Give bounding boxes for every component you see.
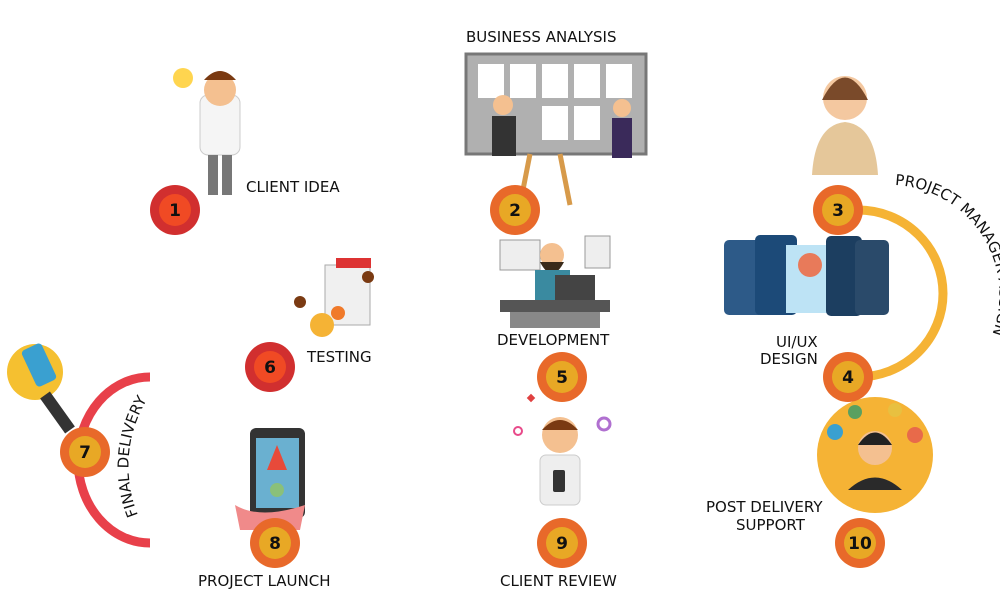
step-number: 7 xyxy=(79,443,91,463)
step-node-3: 3 xyxy=(813,185,863,235)
step-node-1: 1 xyxy=(150,185,200,235)
development-illustration xyxy=(499,235,611,328)
client-idea-illustration xyxy=(173,68,241,195)
step-node-2: 2 xyxy=(490,185,540,235)
step-node-9: 9 xyxy=(537,518,587,568)
project-manager-illustration xyxy=(812,76,878,175)
step-node-8: 8 xyxy=(250,518,300,568)
step-node-7: 7 xyxy=(60,427,110,477)
final-delivery-illustration xyxy=(7,343,75,434)
step-number: 1 xyxy=(169,201,181,221)
label-ui-ux: UI/UX xyxy=(776,333,818,351)
business-analysis-illustration xyxy=(464,52,648,206)
step-node-10: 10 xyxy=(835,518,885,568)
post-delivery-support-illustration xyxy=(817,397,933,513)
step-node-6: 6 xyxy=(245,342,295,392)
label-testing: TESTING xyxy=(306,348,372,366)
client-review-illustration xyxy=(513,393,612,506)
label-client-idea: CLIENT IDEA xyxy=(246,178,340,196)
step-number: 8 xyxy=(269,534,281,554)
step-number: 5 xyxy=(556,368,568,388)
label-final-delivery: FINAL DELIVERY xyxy=(114,392,150,520)
track-right-arc xyxy=(857,205,948,382)
step-number: 4 xyxy=(842,368,854,388)
step-node-4: 4 xyxy=(823,352,873,402)
label-support: SUPPORT xyxy=(736,516,806,534)
label-design: DESIGN xyxy=(760,350,818,368)
label-project-manager-assign: PROJECT MANAGER ASSIGN xyxy=(895,171,1000,338)
step-number: 9 xyxy=(556,534,568,554)
label-business-analysis: BUSINESS ANALYSIS xyxy=(466,28,616,46)
label-post-delivery: POST DELIVERY xyxy=(706,498,823,516)
step-number: 6 xyxy=(264,358,276,378)
ui-ux-illustration xyxy=(724,235,889,316)
label-project-launch: PROJECT LAUNCH xyxy=(198,572,331,590)
step-node-5: 5 xyxy=(537,352,587,402)
label-client-review: CLIENT REVIEW xyxy=(500,572,617,590)
step-number: 2 xyxy=(509,201,521,221)
testing-illustration xyxy=(294,258,374,337)
project-launch-illustration xyxy=(235,428,305,530)
step-number: 10 xyxy=(848,534,872,554)
step-number: 3 xyxy=(832,201,844,221)
label-development: DEVELOPMENT xyxy=(497,331,610,349)
